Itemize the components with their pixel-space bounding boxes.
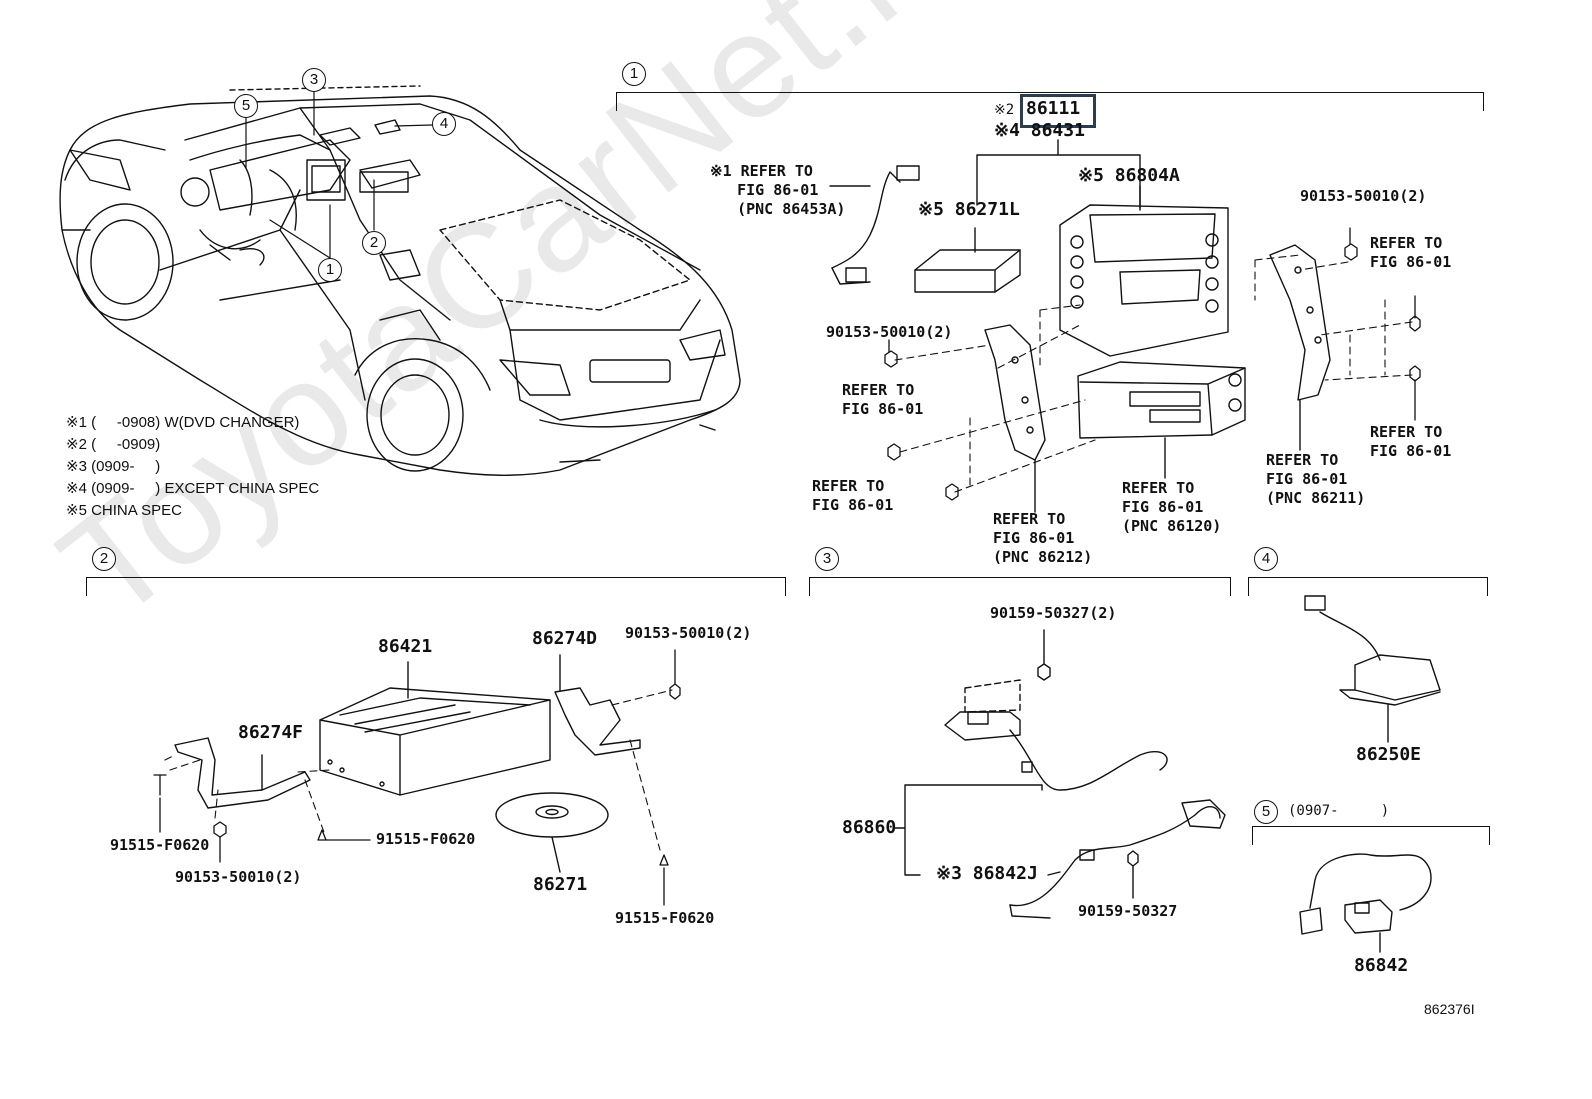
car-callout-4: 4 [432, 112, 456, 136]
display-part-number[interactable]: ※5 86804A [1078, 165, 1180, 186]
refer-bottom-3: REFER TO FIG 86-01 (PNC 86211) [1266, 451, 1366, 507]
main-part-number[interactable]: 86111 [1026, 98, 1081, 119]
refer-bottom-2: REFER TO FIG 86-01 (PNC 86120) [1122, 479, 1222, 535]
harness-part[interactable]: 86860 [842, 817, 897, 838]
dvd-changer-part[interactable]: 86421 [378, 636, 433, 657]
section-2-number: 2 [92, 547, 116, 571]
car-illustration [59, 85, 741, 476]
bolt-top-right[interactable]: 90153-50010(2) [1300, 187, 1427, 205]
note-2: ※2 ( -0909) [66, 436, 161, 453]
refer-antenna: ※1 REFER TO FIG 86-01 (PNC 86453A) [710, 162, 846, 218]
bolt-a[interactable]: 90153-50010(2) [625, 624, 752, 642]
section-5-bracket [1252, 826, 1490, 845]
notes-list: ※1 ( -0908) W(DVD CHANGER) ※2 ( -0909) ※… [66, 412, 319, 522]
note-1: ※1 ( -0908) W(DVD CHANGER) [66, 414, 300, 431]
refer-left-1: REFER TO FIG 86-01 [842, 381, 924, 418]
section-3-number: 3 [815, 547, 839, 571]
section-4-bracket [1248, 577, 1488, 596]
nut-a[interactable]: 90159-50327(2) [990, 604, 1117, 622]
section5-parts [1299, 853, 1432, 953]
car-callout-leaders [245, 91, 433, 259]
section-1-bracket [616, 92, 1484, 111]
car-callout-2: 2 [362, 231, 386, 255]
section-5-range-note: (0907- ) [1288, 803, 1390, 819]
note-5: ※5 CHINA SPEC [66, 502, 182, 519]
section-4-number: 4 [1254, 547, 1278, 571]
disc-part[interactable]: 86271 [533, 874, 588, 895]
module-part-number[interactable]: ※5 86271L [918, 199, 1020, 220]
note-4: ※4 (0909- ) EXCEPT CHINA SPEC [66, 480, 320, 497]
refer-top-right: REFER TO FIG 86-01 [1370, 234, 1452, 271]
section-1-number: 1 [622, 62, 646, 86]
alt-part-number[interactable]: ※4 86431 [994, 120, 1085, 141]
main-part-prefix: ※2 [994, 102, 1015, 118]
figure-id: 862376I [1424, 1001, 1475, 1017]
screw-b[interactable]: 91515-F0620 [376, 830, 476, 848]
bracket-f-part[interactable]: 86274F [238, 722, 304, 743]
section-5-number: 5 [1254, 800, 1278, 824]
refer-bottom-1: REFER TO FIG 86-01 (PNC 86212) [993, 510, 1093, 566]
screw-a[interactable]: 91515-F0620 [110, 836, 210, 854]
main-part-highlight [1020, 94, 1096, 128]
note-3: ※3 (0909- ) [66, 458, 161, 475]
screw-c[interactable]: 91515-F0620 [615, 909, 715, 927]
car-callout-5: 5 [234, 94, 258, 118]
section-3-bracket [809, 577, 1231, 596]
wire-part[interactable]: ※3 86842J [936, 863, 1038, 884]
refer-right: REFER TO FIG 86-01 [1370, 423, 1452, 460]
section1-parts [829, 139, 1421, 513]
car-callout-1: 1 [318, 258, 342, 282]
section2-parts [153, 649, 681, 906]
section4-parts [1304, 595, 1441, 743]
section5-part[interactable]: 86842 [1354, 955, 1409, 976]
bracket-d-part[interactable]: 86274D [532, 628, 598, 649]
car-callout-3: 3 [302, 68, 326, 92]
section3-parts [894, 629, 1226, 919]
bolt-left[interactable]: 90153-50010(2) [826, 323, 953, 341]
section-2-bracket [86, 577, 786, 596]
bolt-b[interactable]: 90153-50010(2) [175, 868, 302, 886]
section4-part[interactable]: 86250E [1356, 744, 1422, 765]
nut-b[interactable]: 90159-50327 [1078, 902, 1178, 920]
refer-left-2: REFER TO FIG 86-01 [812, 477, 894, 514]
